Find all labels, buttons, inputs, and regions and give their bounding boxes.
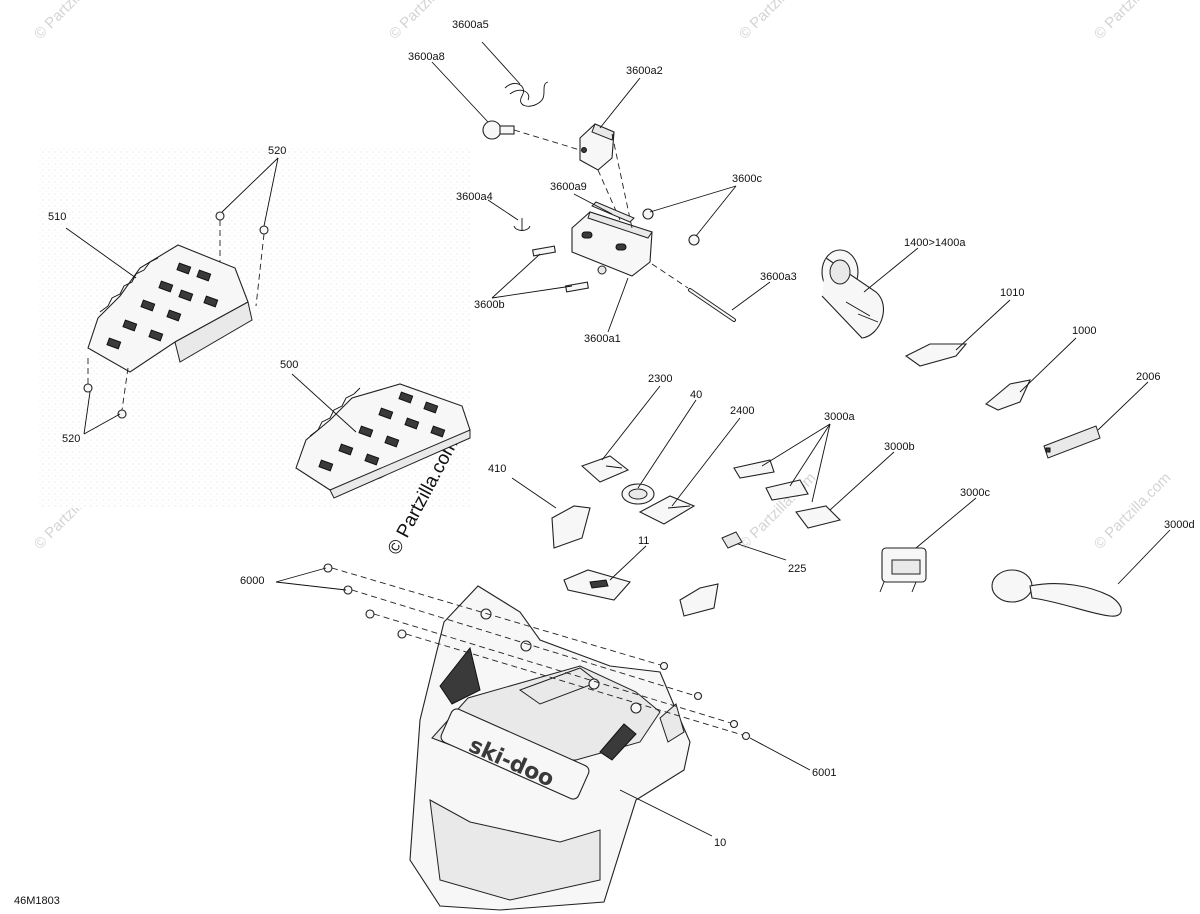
- part-labels: 3600a5 3600a8 3600a2 520 510 3600a4 3600…: [48, 19, 1195, 849]
- nut-520: [83, 211, 269, 419]
- hitch-bolt-3600b: [532, 245, 589, 293]
- label-3600a4: 3600a4: [456, 191, 493, 203]
- label-3600a1: 3600a1: [584, 333, 621, 345]
- fastener-6001: [659, 661, 751, 741]
- decal-410: [551, 505, 591, 549]
- decal-side: [679, 583, 719, 617]
- label-410: 410: [488, 463, 506, 475]
- label-3000c: 3000c: [960, 487, 990, 499]
- decal-1010: [904, 343, 968, 367]
- label-40: 40: [690, 389, 702, 401]
- decal-1000: [985, 379, 1031, 411]
- footrest-510: [87, 244, 253, 373]
- watermark-text: © Partzilla.com: [736, 0, 819, 43]
- watermark-text: © Partzilla.com: [31, 0, 114, 43]
- hitch-body-3600a1: [571, 133, 653, 277]
- label-3000d: 3000d: [1164, 519, 1195, 531]
- watermark-text: © Partzilla.com: [1091, 0, 1174, 43]
- diagram-code: 46M1803: [14, 895, 60, 907]
- fastener-6000: [323, 563, 747, 737]
- label-2400: 2400: [730, 405, 754, 417]
- label-520: 520: [268, 145, 286, 157]
- label-3600a3: 3600a3: [760, 271, 797, 283]
- label-3600b: 3600b: [474, 299, 505, 311]
- label-510: 510: [48, 211, 66, 223]
- decal-2006: [1043, 425, 1101, 459]
- footrest-500: [295, 383, 471, 499]
- label-1400: 1400>1400a: [904, 237, 966, 249]
- label-3600a8: 3600a8: [408, 51, 445, 63]
- hood-10: ski-doo: [409, 585, 691, 911]
- label-3600c: 3600c: [732, 173, 762, 185]
- label-6000: 6000: [240, 575, 264, 587]
- label-3600a2: 3600a2: [626, 65, 663, 77]
- hitch-pad-3600a9: [591, 201, 635, 223]
- hitch-pin-clip-3600a5: [504, 81, 549, 107]
- label-6001: 6001: [812, 767, 836, 779]
- decal-3000b: [795, 505, 842, 529]
- label-1010: 1010: [1000, 287, 1024, 299]
- label-2006: 2006: [1136, 371, 1160, 383]
- label-1000: 1000: [1072, 325, 1096, 337]
- mirror-3000d: [991, 569, 1122, 617]
- label-3600a9: 3600a9: [550, 181, 587, 193]
- watermark-text: © Partzilla.com: [1091, 469, 1174, 552]
- label-11: 11: [638, 535, 649, 547]
- mirror-mount-3000c: [879, 547, 927, 593]
- emblem-40: [621, 483, 655, 505]
- leader-lines: [65, 41, 1171, 837]
- label-2300: 2300: [648, 373, 672, 385]
- decal-11: [563, 569, 631, 601]
- clip-225: [721, 531, 743, 549]
- label-3600a5: 3600a5: [452, 19, 489, 31]
- hitch-bracket-3600a2: [579, 123, 615, 171]
- decal-2300: [580, 455, 630, 483]
- tool-bag-1400: [821, 249, 885, 339]
- label-3000a: 3000a: [824, 411, 855, 423]
- hitch-pin-long-3600a3: [651, 263, 736, 322]
- label-10: 10: [714, 837, 726, 849]
- label-225: 225: [788, 563, 806, 575]
- label-500: 500: [280, 359, 298, 371]
- label-520b: 520: [62, 433, 80, 445]
- decal-2400: [638, 495, 696, 525]
- hitch-pin-3600a8: [482, 120, 581, 151]
- hitch-nut-3600c: [642, 208, 700, 246]
- hitch-anchor-3600a4: [513, 218, 531, 231]
- label-3000b: 3000b: [884, 441, 915, 453]
